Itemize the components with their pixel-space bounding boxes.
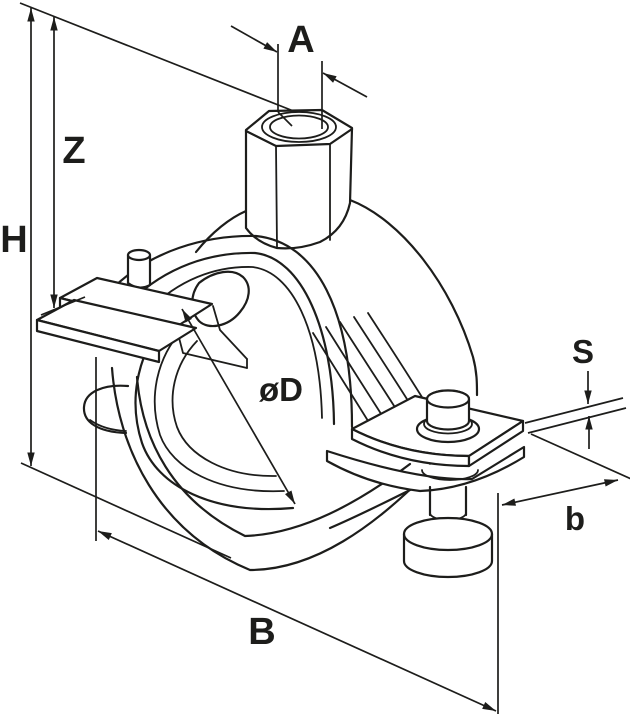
lower-band-rear-edge — [328, 487, 414, 530]
hex-boss-body — [244, 108, 354, 250]
washer-between-plates — [421, 469, 479, 481]
dim-label-total-height: H — [0, 219, 27, 261]
rubber-tongue — [191, 270, 250, 328]
left-lower-plate-side — [35, 318, 161, 364]
dim-label-band-width: b — [565, 500, 585, 537]
flange-nut-top — [402, 516, 494, 552]
dim-b-small — [501, 479, 619, 506]
dimension-labels: A Z H øD S b B — [0, 19, 594, 653]
hex-boss-facet-left — [275, 145, 278, 248]
captive-nut-top — [425, 389, 471, 409]
right-lower-plate — [325, 445, 526, 493]
right-top-plate-end — [467, 419, 525, 468]
ext-b-diagonal — [530, 433, 630, 480]
ext-top-diagonal — [19, 2, 297, 113]
dim-a-arrow-left — [230, 25, 278, 53]
upper-band-rear-outer-edge — [348, 198, 479, 397]
ext-a-left-tick — [277, 111, 293, 127]
ear-tab — [82, 384, 130, 435]
clamp-body — [35, 108, 526, 579]
dim-label-diameter: øD — [259, 371, 303, 408]
dimension-lines — [19, 2, 630, 714]
hinge-pin-top — [126, 248, 152, 262]
dim-b-large — [97, 530, 497, 712]
dim-label-boss-height: Z — [62, 130, 85, 172]
dim-label-thread: A — [287, 19, 314, 61]
ext-s-top — [524, 397, 624, 424]
diameter-label-backdrop — [254, 371, 308, 405]
thread-hole-ellipse — [269, 114, 329, 140]
ext-z-bottom — [40, 296, 86, 316]
upper-band-rubber-edge — [147, 266, 323, 419]
hex-boss-top-front-edges — [244, 127, 354, 148]
upper-band-rear-left-edge — [194, 209, 248, 254]
thread-chamfer-ellipse — [261, 111, 337, 143]
upper-band-front-outer-edge — [110, 234, 354, 429]
ext-s-bottom — [527, 407, 627, 434]
flange-nut-bottom — [402, 559, 494, 579]
upper-band-front-inner-edge — [129, 251, 336, 426]
dim-label-total-width: B — [248, 611, 275, 653]
dim-label-thickness: S — [572, 333, 594, 370]
dim-diameter — [181, 308, 296, 505]
dim-a-arrow-right — [322, 72, 368, 98]
ear-tab-thickness — [89, 419, 127, 432]
bore-rubber-layer-2 — [171, 340, 277, 477]
